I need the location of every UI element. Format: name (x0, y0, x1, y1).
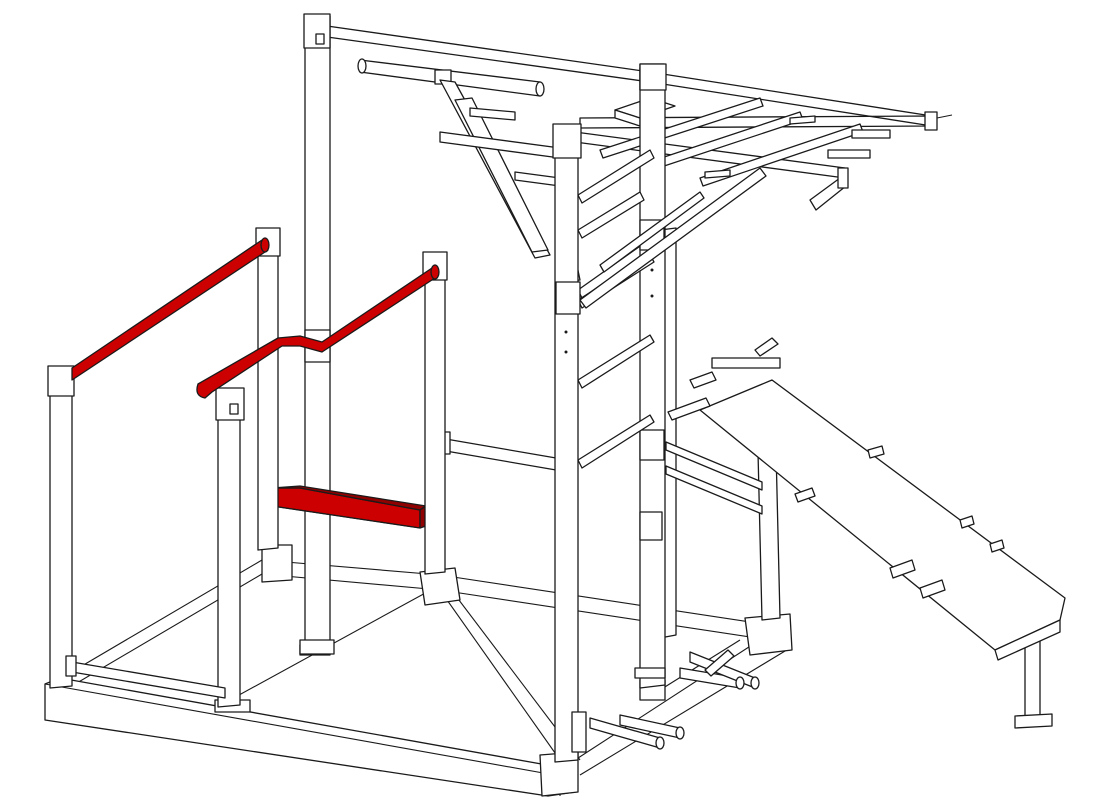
incline-bench (667, 337, 1066, 729)
parallel-bar-posts (47, 227, 448, 708)
front-ladder-post (552, 123, 587, 763)
parallel-bar-front (196, 264, 440, 399)
parallel-bar-rear (71, 237, 270, 381)
pullup-bar (357, 58, 581, 283)
foot-bars (589, 649, 760, 750)
monkey-bars (319, 24, 953, 211)
tall-post (299, 13, 335, 655)
centre-tube (437, 431, 557, 471)
balance-beam (271, 485, 427, 529)
wall-ladder (577, 63, 767, 689)
